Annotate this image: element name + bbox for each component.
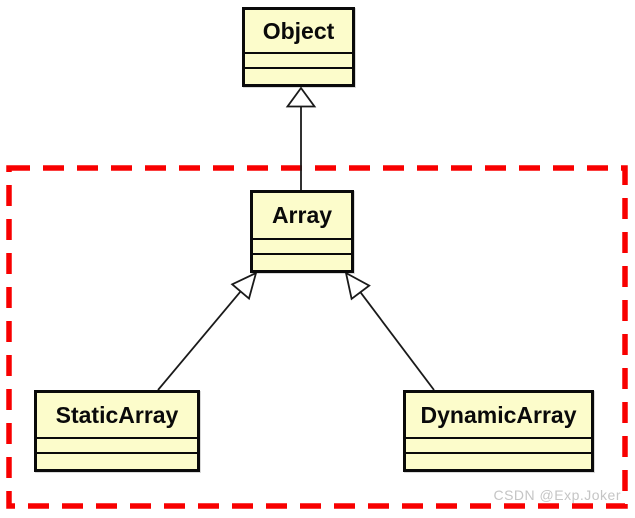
highlight-region bbox=[6, 165, 628, 509]
hollow-triangle-icon bbox=[285, 86, 317, 108]
class-name: Object bbox=[262, 17, 335, 44]
operations-compartment bbox=[406, 452, 591, 469]
inheritance-arrow-dynamicarray-array bbox=[344, 271, 435, 391]
watermark-text: CSDN @Exp.Joker bbox=[493, 487, 621, 503]
hollow-triangle-icon bbox=[344, 271, 371, 301]
attributes-compartment bbox=[37, 437, 197, 452]
class-name: DynamicArray bbox=[420, 401, 577, 428]
class-box-staticarray: StaticArray bbox=[34, 390, 200, 472]
attributes-compartment bbox=[245, 52, 352, 67]
attributes-compartment bbox=[406, 437, 591, 452]
class-name: StaticArray bbox=[55, 401, 179, 428]
attributes-compartment bbox=[253, 238, 351, 253]
operations-compartment bbox=[37, 452, 197, 469]
inheritance-arrow-staticarray-array bbox=[157, 271, 258, 391]
operations-compartment bbox=[253, 253, 351, 270]
class-box-array: Array bbox=[250, 190, 354, 273]
class-box-dynamicarray: DynamicArray bbox=[403, 390, 594, 472]
operations-compartment bbox=[245, 67, 352, 84]
class-name: Array bbox=[271, 202, 333, 228]
inheritance-arrow-array-object bbox=[285, 86, 317, 190]
hollow-triangle-icon bbox=[230, 271, 258, 301]
class-box-object: Object bbox=[242, 7, 355, 87]
